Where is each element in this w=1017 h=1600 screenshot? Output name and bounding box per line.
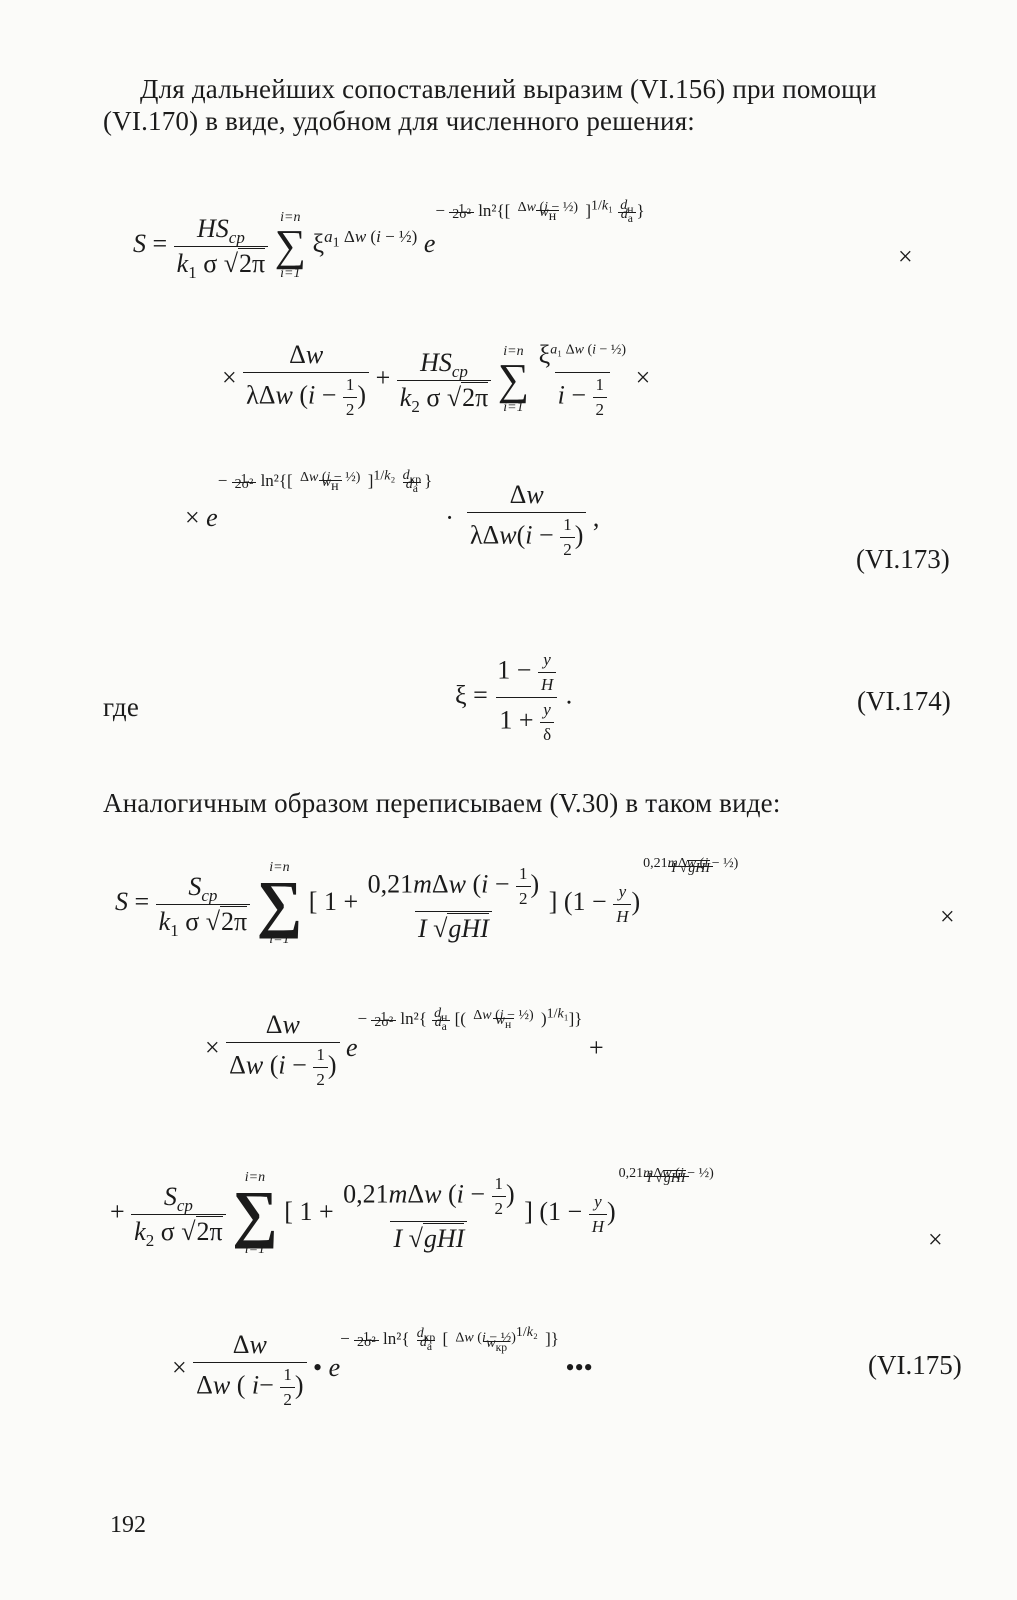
times-sign-2: × xyxy=(940,902,955,931)
eq-number-vi-173: (VI.173) xyxy=(856,544,950,574)
analog-text: Аналогичным образом переписываем (V.30) … xyxy=(103,788,781,818)
times-sign: × xyxy=(898,242,913,271)
eq-number-vi-174: (VI.174) xyxy=(857,686,951,716)
eq175-ellipsis: ••• xyxy=(565,1352,593,1382)
where-word: где xyxy=(103,692,140,722)
intro-line-1: Для дальнейших сопоставлений выразим (VI… xyxy=(140,74,877,104)
eq-number-vi-175: (VI.175) xyxy=(868,1350,962,1380)
page-number: 192 xyxy=(110,1512,146,1538)
intro-line-2: (VI.170) в виде, удобном для численного … xyxy=(103,106,696,136)
times-sign-3: × xyxy=(928,1225,943,1254)
